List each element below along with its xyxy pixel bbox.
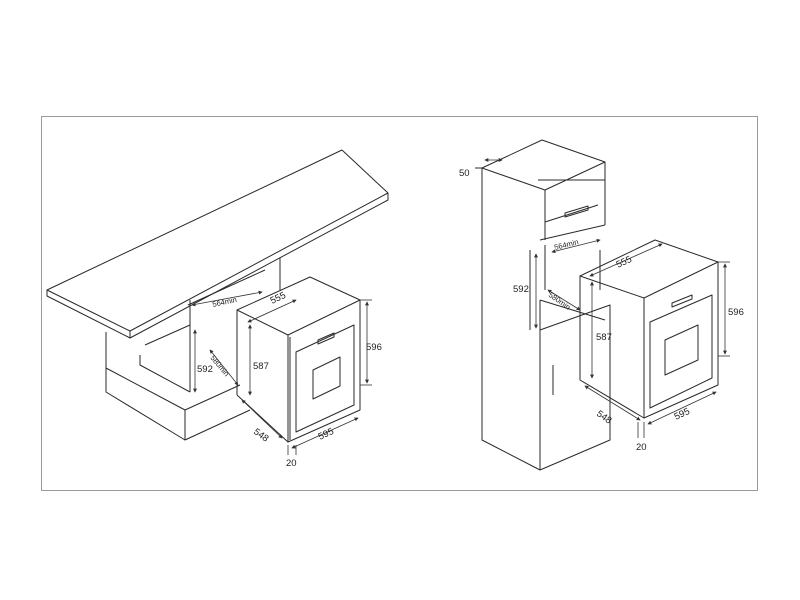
- base-cabinet: [105, 258, 281, 441]
- left-dim-564min: 564min: [212, 295, 238, 309]
- tall-cabinet: [475, 139, 611, 471]
- oven-left: [236, 276, 361, 443]
- right-dim-548: 548: [594, 408, 613, 426]
- right-dim-592: 592: [513, 284, 529, 295]
- oven-right: [579, 239, 719, 419]
- left-dim-596: 596: [366, 342, 382, 353]
- under-counter-installation: 564min 555 596 580min 587 592 548 595 20: [46, 149, 389, 469]
- diagram-frame: [41, 116, 758, 491]
- countertop: [46, 149, 389, 339]
- left-dim-587: 587: [253, 361, 269, 372]
- right-dim-587: 587: [596, 332, 612, 343]
- right-dim-595: 595: [673, 406, 692, 423]
- right-dim-555: 555: [615, 254, 634, 271]
- tall-housing-installation: 50 564min 555 592 580min 596 587 548 595…: [459, 139, 744, 471]
- right-dim-564min: 564min: [553, 237, 579, 252]
- right-dim-50: 50: [459, 168, 470, 179]
- right-dimensions: [484, 158, 730, 438]
- left-dim-555: 555: [269, 290, 288, 307]
- right-dim-596: 596: [728, 307, 744, 318]
- left-dim-592: 592: [197, 364, 213, 375]
- left-dim-20: 20: [286, 458, 297, 469]
- right-dim-580min: 580min: [547, 290, 572, 311]
- left-dim-548: 548: [251, 426, 270, 444]
- right-dim-20: 20: [636, 442, 647, 453]
- left-dimensions: [191, 290, 372, 455]
